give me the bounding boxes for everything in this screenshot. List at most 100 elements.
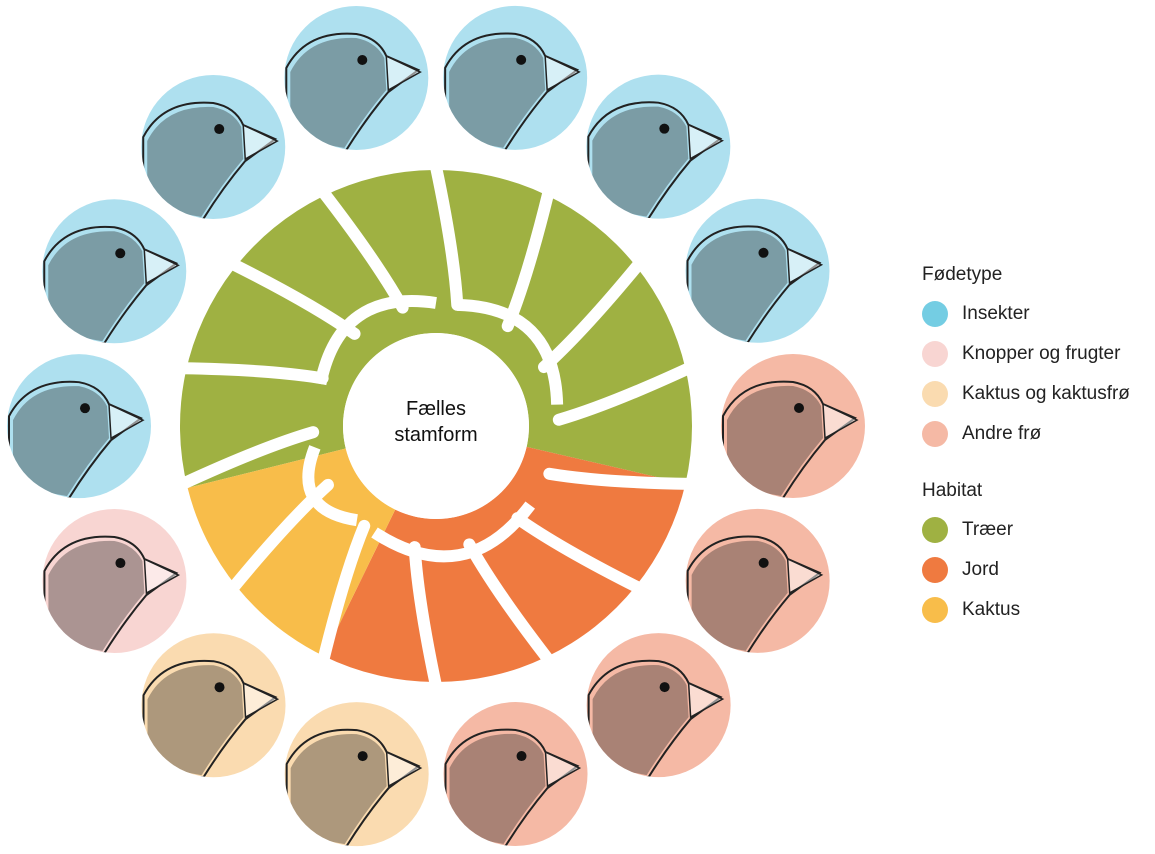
finch-portrait-insects [443,5,588,150]
eye-icon [214,124,225,135]
center-circle [343,333,529,519]
feather-shading [147,106,244,218]
legend-item-buds-fruits: Knopper og frugter [922,334,1130,374]
eye-icon [115,248,126,259]
legend-item-other-seeds: Andre frø [922,414,1130,454]
finch-portrait-insects [7,354,152,499]
portrait-circle [685,198,830,343]
legend-item-trees: Træer [922,510,1130,550]
beak-icon [242,681,280,719]
portrait-circle [284,6,429,151]
legend-label: Andre frø [962,423,1042,444]
branch-divider [429,160,464,311]
legend-dot [922,557,948,583]
feather-shading [48,540,145,652]
finch-head-icon [587,101,723,219]
legend-dot [922,301,948,327]
finch-portrait-insects [42,199,187,344]
beak-icon [385,54,422,92]
branch-divider [314,295,437,386]
eye-icon [758,557,769,568]
eye-icon [659,123,670,134]
feather-shading [48,231,145,342]
center-label-line1: Fælles [405,398,466,420]
finch-head-icon [142,101,278,220]
feather-shading [449,733,546,845]
habitat-sector-ground [323,446,686,682]
finch-portrait-seeds [721,354,865,498]
portrait-circle [284,702,429,847]
feather-shading [290,37,387,149]
eye-icon [80,403,91,414]
eye-icon [758,247,769,258]
feather-shading [592,106,689,217]
finch-head-icon [8,380,143,499]
legend-item-ground: Jord [922,550,1130,590]
eye-icon [659,682,670,693]
branch-divider [408,541,443,692]
legend-dot [922,341,948,367]
branch-divider [176,426,320,490]
eye-icon [214,682,225,693]
beak-icon [143,557,181,595]
portrait-circle [141,633,286,778]
beak-icon [385,750,423,788]
habitat-sector-trees [180,169,692,488]
beak-icon [143,248,180,285]
legend-label: Insekter [962,303,1030,324]
portrait-circle [443,702,588,847]
branch-divider [552,361,696,426]
branch-divider [176,362,329,385]
finch-head-icon [43,225,179,344]
legend-dot [922,381,948,407]
portrait-circle [685,508,830,653]
beak-icon [687,681,725,719]
legend-dot [922,597,948,623]
legend-label: Jord [962,559,999,580]
legend-food-title: Fødetype [922,264,1003,285]
finch-head-icon [43,535,179,654]
portrait-circle [42,509,187,654]
portrait-circle [586,74,731,219]
finch-portrait-insects [586,74,731,219]
branch-divider [371,501,536,563]
branch-divider [302,445,358,527]
finch-portrait-cactus [284,702,429,847]
finch-head-icon [722,380,857,498]
finch-head-icon [285,32,421,151]
beak-icon [786,247,824,285]
eye-icon [357,55,368,66]
finch-portrait-insects [685,198,830,343]
beak-icon [687,123,724,160]
feather-shading [13,386,110,497]
branch-divider [543,467,696,490]
eye-icon [115,558,126,569]
portrait-circle [586,633,731,778]
finch-portrait-insects [141,75,286,220]
legend-label: Træer [962,519,1014,540]
feather-shading [290,733,387,845]
finch-portrait-seeds [586,633,731,778]
feather-shading [727,385,823,496]
eye-icon [516,751,527,762]
common-ancestor-label: Fælles stamform [346,396,526,448]
feather-shading [691,230,788,341]
finch-portrait-buds [42,509,187,654]
feather-shading [691,540,788,651]
legend: Fødetype Insekter Knopper og frugter Kak… [922,264,1130,630]
portrait-circle [721,354,865,498]
feather-shading [449,37,546,148]
feather-shading [592,664,689,776]
finch-portrait-insects [284,6,429,151]
finch-portrait-cactus [141,633,286,778]
legend-item-insects: Insekter [922,294,1130,334]
beak-icon [108,402,145,440]
portrait-circle [7,354,152,499]
eye-icon [794,403,804,413]
portrait-circle [443,5,588,150]
legend-dot [922,421,948,447]
beak-icon [822,402,859,440]
finch-head-icon [686,535,822,653]
legend-dot [922,517,948,543]
